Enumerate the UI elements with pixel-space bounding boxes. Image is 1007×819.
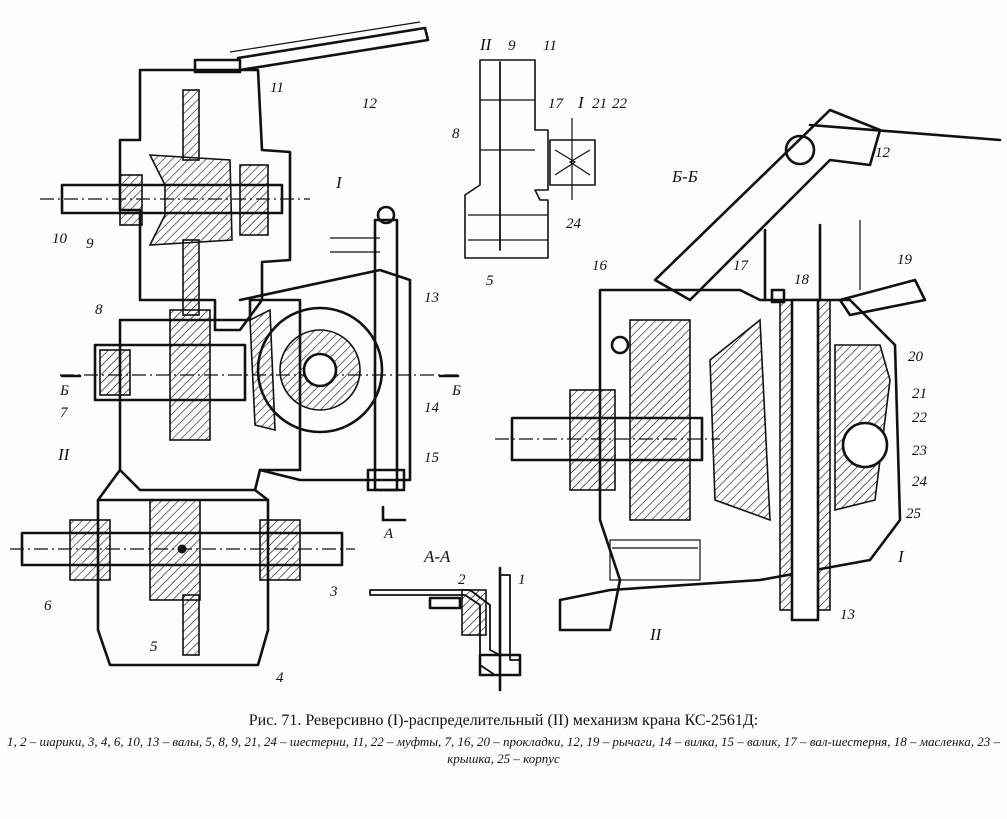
roman-II-main: II: [57, 445, 71, 464]
shaft-7: [93, 343, 247, 402]
scheme-outline: [464, 59, 549, 259]
label-21: 21: [912, 386, 927, 402]
label-7: 7: [60, 405, 69, 421]
scheme-label-24: 24: [566, 216, 582, 232]
section-bb-view: [495, 108, 1002, 632]
scheme-label-8: 8: [452, 126, 460, 142]
middle-housing: [118, 298, 302, 492]
lever-12-arm: [236, 26, 430, 72]
scheme-label-11: 11: [543, 38, 557, 54]
roman-I-main: I: [335, 173, 343, 192]
section-bb-title: Б-Б: [671, 167, 698, 186]
roman-I-scheme: I: [577, 93, 585, 112]
lever-19: [838, 278, 927, 317]
label-4: 4: [276, 670, 284, 686]
label-12: 12: [362, 96, 378, 112]
label-23: 23: [912, 443, 927, 459]
section-mark-b-right: Б: [451, 383, 461, 399]
figure-caption-legend: 1, 2 – шарики, 3, 4, 6, 10, 13 – валы, 5…: [6, 734, 1000, 766]
aa-ball-housing: [461, 589, 487, 636]
label-2: 2: [458, 572, 466, 588]
gear-5: [149, 499, 201, 601]
label-16: 16: [592, 258, 608, 274]
label-8: 8: [95, 302, 103, 318]
label-9: 9: [86, 236, 94, 252]
figure-caption-title: Рис. 71. Реверсивно (I)-распределительны…: [248, 712, 759, 729]
label-11: 11: [270, 80, 284, 96]
label-1: 1: [518, 572, 526, 588]
top-lever-mount: [193, 58, 242, 74]
gear-17: [709, 318, 771, 522]
label-24: 24: [912, 474, 928, 490]
label-13: 13: [424, 290, 439, 306]
label-5: 5: [150, 639, 158, 655]
label-15: 15: [424, 450, 440, 466]
label-6: 6: [44, 598, 52, 614]
scheme-label-9: 9: [508, 38, 516, 54]
label-12-right: 12: [875, 145, 891, 161]
fork-14-column: [373, 218, 399, 492]
label-3: 3: [329, 584, 338, 600]
part-labels: 1 2 3 4 5 6 7 8 9 10 11 12 13 14 15 16 1…: [44, 35, 928, 686]
scheme-label-17: 17: [548, 96, 565, 112]
lever-12-upper: [653, 108, 882, 302]
cover-23: [841, 421, 889, 469]
gear-9: [148, 154, 233, 246]
section-aa-view: [369, 566, 522, 692]
label-18: 18: [794, 272, 810, 288]
main-section-view: [10, 21, 460, 667]
roman-II-bb: II: [649, 625, 663, 644]
aa-bracket: [369, 574, 521, 676]
label-13-right: 13: [840, 607, 855, 623]
oil-bath: [609, 539, 701, 581]
label-25: 25: [906, 506, 922, 522]
reverse-housing-I: [238, 268, 412, 482]
section-aa-title: А-А: [423, 547, 451, 566]
scheme-label-21: 21: [592, 96, 607, 112]
label-19: 19: [897, 252, 913, 268]
scheme-label-22: 22: [612, 96, 628, 112]
roman-I-bb: I: [897, 547, 905, 566]
section-mark-a: А: [383, 526, 394, 542]
label-10: 10: [52, 231, 68, 247]
label-17: 17: [733, 258, 750, 274]
scheme-label-5: 5: [486, 273, 494, 289]
label-20: 20: [908, 349, 924, 365]
roman-II-scheme: II: [479, 35, 493, 54]
label-22: 22: [912, 410, 928, 426]
kinematic-scheme: [464, 59, 596, 259]
label-14: 14: [424, 400, 440, 416]
section-mark-b-left: Б: [59, 383, 69, 399]
